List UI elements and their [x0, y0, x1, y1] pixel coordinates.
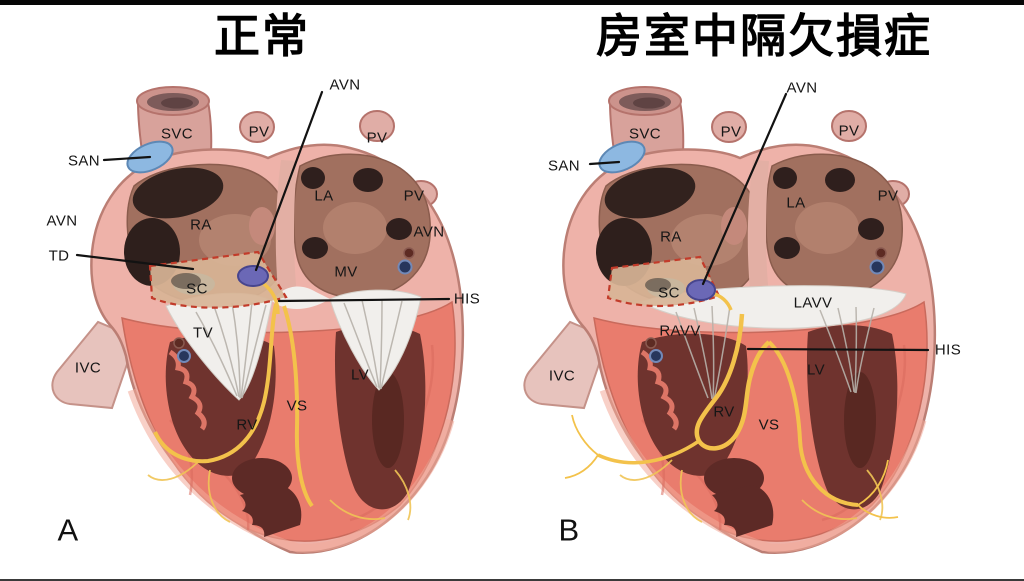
label-b-vs: VS — [758, 416, 780, 434]
heart-a-illustration — [52, 87, 462, 553]
chordae-tendineae-b — [675, 305, 875, 401]
panel-b-letter: B — [558, 512, 580, 548]
label-a-pv-right-upper: PV — [366, 129, 388, 147]
label-b-ravv: RAVV — [659, 322, 701, 340]
label-b-lavv: LAVV — [793, 294, 833, 312]
av-node-a — [237, 265, 269, 287]
label-b-ivc: IVC — [548, 367, 576, 385]
panel-a-letter: A — [57, 512, 79, 548]
label-a-avn-right: AVN — [413, 223, 445, 241]
leader-lines-b — [588, 92, 930, 352]
av-node-b — [686, 279, 716, 301]
top-letterbox-bar — [0, 0, 1024, 5]
label-a-ra: RA — [190, 216, 212, 234]
label-b-san: SAN — [547, 157, 581, 175]
label-a-svc: SVC — [160, 125, 194, 143]
label-a-avn-left: AVN — [46, 212, 78, 230]
conduction-bundle-a — [153, 281, 314, 508]
label-b-sc: SC — [658, 284, 680, 302]
label-a-rv: RV — [236, 416, 258, 434]
heart-b-illustration — [524, 87, 934, 553]
bottom-border-line — [0, 579, 1024, 581]
chordae-tendineae-a — [195, 298, 403, 399]
label-b-la: LA — [786, 194, 806, 212]
label-a-pv-top: PV — [248, 123, 270, 141]
label-b-pv-top: PV — [720, 123, 742, 141]
label-b-pv-right-upper: PV — [838, 122, 860, 140]
label-a-td: TD — [48, 247, 70, 265]
conduction-bundle-b — [564, 291, 899, 519]
label-b-svc: SVC — [628, 125, 662, 143]
label-b-lv: LV — [806, 361, 826, 379]
label-a-pv-right-lower: PV — [403, 187, 425, 205]
leader-lines-a — [75, 90, 451, 303]
label-a-lv: LV — [350, 366, 370, 384]
label-b-avn-top: AVN — [786, 79, 818, 97]
label-a-mv: MV — [334, 263, 358, 281]
label-a-ivc: IVC — [74, 359, 102, 377]
label-b-his: HIS — [934, 341, 962, 359]
label-a-sc: SC — [186, 280, 208, 298]
panel-a-title: 正常 — [214, 10, 310, 62]
label-a-tv: TV — [193, 324, 213, 342]
label-a-vs: VS — [286, 397, 308, 415]
label-b-ra: RA — [660, 228, 682, 246]
label-b-pv-right-lower: PV — [877, 187, 899, 205]
panel-b-title: 房室中隔欠損症 — [596, 10, 932, 62]
label-a-his: HIS — [453, 290, 481, 308]
label-a-la: LA — [314, 187, 334, 205]
label-a-avn-top: AVN — [329, 76, 361, 94]
label-b-rv: RV — [713, 403, 735, 421]
label-a-san: SAN — [67, 152, 101, 170]
